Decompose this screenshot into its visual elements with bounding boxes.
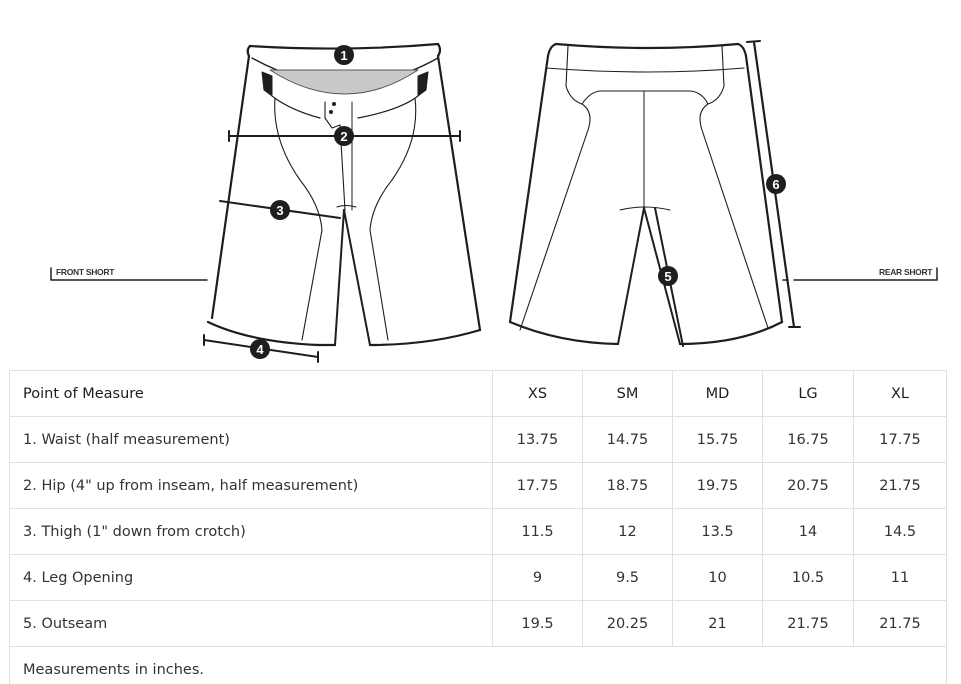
cell-value: 19.75	[672, 462, 763, 509]
cell-value: 14.75	[582, 416, 673, 463]
table-row-thigh: 3. Thigh (1" down from crotch) 11.5 12 1…	[9, 508, 947, 555]
cell-value: 9.5	[582, 554, 673, 601]
cell-value: 21.75	[853, 462, 947, 509]
measure-marker-1: 1	[334, 45, 354, 65]
table-note-row: Measurements in inches.	[9, 646, 947, 684]
svg-text:2: 2	[340, 129, 347, 144]
measure-marker-5: 5	[658, 266, 678, 286]
measure-marker-3: 3	[270, 200, 290, 220]
cell-value: 9	[492, 554, 583, 601]
cell-value: 18.75	[582, 462, 673, 509]
measure-marker-2: 2	[334, 126, 354, 146]
cell-value: 11	[853, 554, 947, 601]
cell-value: 16.75	[762, 416, 854, 463]
cell-value: 15.75	[672, 416, 763, 463]
cell-value: 17.75	[853, 416, 947, 463]
row-label: 1. Waist (half measurement)	[9, 416, 493, 463]
measure-marker-6: 6	[766, 174, 786, 194]
cell-value: 21	[672, 600, 763, 647]
table-header-row: Point of Measure XS SM MD LG XL	[9, 370, 947, 417]
header-size-xs: XS	[492, 370, 583, 417]
svg-text:3: 3	[276, 203, 283, 218]
header-size-sm: SM	[582, 370, 673, 417]
cell-value: 19.5	[492, 600, 583, 647]
cell-value: 17.75	[492, 462, 583, 509]
header-size-xl: XL	[853, 370, 947, 417]
cell-value: 21.75	[762, 600, 854, 647]
table-row-leg-opening: 4. Leg Opening 9 9.5 10 10.5 11	[9, 554, 947, 601]
header-point-of-measure: Point of Measure	[9, 370, 493, 417]
table-row-outseam: 5. Outseam 19.5 20.25 21 21.75 21.75	[9, 600, 947, 647]
table-row-waist: 1. Waist (half measurement) 13.75 14.75 …	[9, 416, 947, 463]
cell-value: 14	[762, 508, 854, 555]
row-label: 3. Thigh (1" down from crotch)	[9, 508, 493, 555]
cell-value: 13.5	[672, 508, 763, 555]
rear-short-drawing	[508, 40, 938, 347]
shorts-illustration: 1 2 3 4 5 6	[50, 40, 938, 363]
cell-value: 12	[582, 508, 673, 555]
front-short-drawing	[50, 42, 482, 363]
header-size-md: MD	[672, 370, 763, 417]
shorts-measurement-diagram: 1 2 3 4 5 6 FRONT SHORT	[50, 40, 938, 363]
header-size-lg: LG	[762, 370, 854, 417]
cell-value: 20.75	[762, 462, 854, 509]
cell-value: 10.5	[762, 554, 854, 601]
rear-short-label: REAR SHORT	[879, 267, 933, 277]
svg-text:1: 1	[340, 48, 347, 63]
svg-text:6: 6	[772, 177, 779, 192]
measure-marker-4: 4	[250, 339, 270, 359]
cell-value: 11.5	[492, 508, 583, 555]
cell-value: 10	[672, 554, 763, 601]
cell-value: 14.5	[853, 508, 947, 555]
cell-value: 13.75	[492, 416, 583, 463]
front-short-label: FRONT SHORT	[56, 267, 115, 277]
measurements-note: Measurements in inches.	[9, 646, 947, 684]
row-label: 2. Hip (4" up from inseam, half measurem…	[9, 462, 493, 509]
cell-value: 20.25	[582, 600, 673, 647]
table-row-hip: 2. Hip (4" up from inseam, half measurem…	[9, 462, 947, 509]
row-label: 5. Outseam	[9, 600, 493, 647]
size-chart-table: Point of Measure XS SM MD LG XL 1. Waist…	[9, 370, 947, 684]
svg-text:5: 5	[664, 269, 671, 284]
row-label: 4. Leg Opening	[9, 554, 493, 601]
cell-value: 21.75	[853, 600, 947, 647]
svg-text:4: 4	[256, 342, 264, 357]
